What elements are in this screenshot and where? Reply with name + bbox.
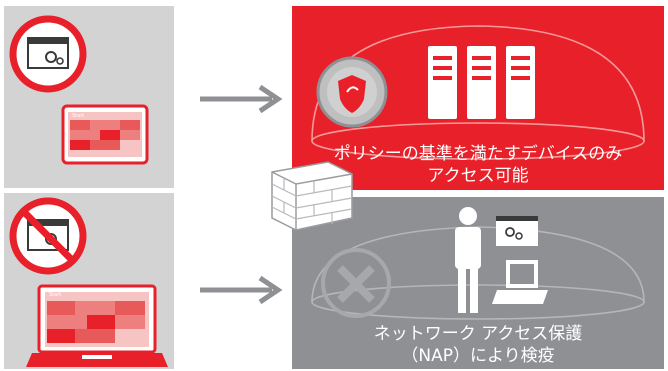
shield-badge-icon (316, 56, 388, 128)
server-rack-icon (428, 46, 535, 119)
laptop-screen-label: Start (49, 292, 62, 298)
tools-icon (321, 248, 391, 318)
compliant-caption-line2: アクセス可能 (427, 166, 529, 186)
compliant-access-panel: ポリシーの基準を満たすデバイスのみ アクセス可能 (292, 6, 664, 190)
quarantine-caption-line2: （NAP）により検疫 (401, 346, 555, 366)
bottom-left-panel: Start (4, 193, 174, 369)
person-icon (455, 207, 481, 313)
quarantine-caption-line1: ネットワーク アクセス保護 (373, 324, 583, 344)
laptop-icon (492, 260, 548, 304)
prohibited-icon (9, 197, 87, 275)
laptop-icon (26, 284, 168, 367)
settings-window-icon (496, 216, 538, 246)
compliant-caption-line1: ポリシーの基準を満たすデバイスのみ (333, 144, 623, 164)
arrow-right-icon (200, 84, 283, 114)
settings-window-icon (27, 37, 69, 69)
arrow-right-icon (200, 275, 283, 305)
tablet-icon (61, 104, 149, 165)
top-left-panel: Start (4, 6, 174, 188)
firewall-brick-icon (271, 161, 353, 231)
quarantine-panel: ネットワーク アクセス保護 （NAP）により検疫 (292, 197, 664, 369)
tablet-screen-label: Start (72, 113, 85, 119)
